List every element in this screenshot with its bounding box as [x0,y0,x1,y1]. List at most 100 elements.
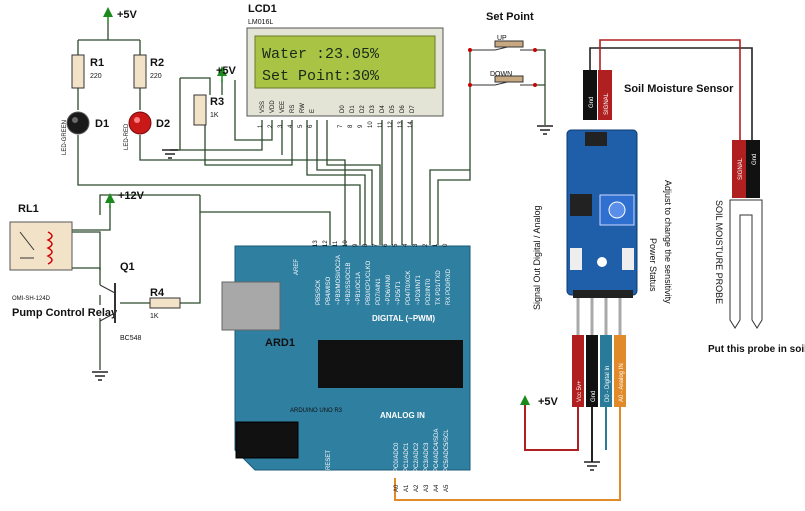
svg-text:+12V: +12V [118,190,145,202]
lcd-pin-number: 9 [358,124,364,128]
arduino-pin-name: PB4/MISO [326,276,332,305]
resistor-r1: R1 220 [71,54,104,89]
svg-text:+5V: +5V [117,9,138,21]
arduino-analog-pin: A3 [424,484,430,492]
sensor-pin-label: Gnd [591,391,597,402]
arduino-pin-name: PD2/INT0 [426,278,432,305]
arduino-analog-pin: A0 [394,484,400,492]
power-5v-lcd: +5V [216,65,237,82]
lcd-module: LCD1 LM016L Water :23.05% Set Point:30% … [246,3,444,128]
svg-text:ARDUINO UNO R3: ARDUINO UNO R3 [290,408,343,414]
arduino-analog-pin: A2 [414,484,420,492]
arduino-pin-name: RX PD0/RXD [446,268,452,305]
svg-text:Adjust to change the sensitivi: Adjust to change the sensitivity [663,180,673,304]
svg-text:LED-RED: LED-RED [124,123,130,150]
lcd-pin-label: D5 [390,105,396,113]
svg-text:UP: UP [497,35,507,42]
arduino-pin-number: 9 [353,243,359,247]
lcd-pin-label: D3 [370,105,376,113]
arduino-pin-number: 13 [313,240,319,247]
lcd-pin-number: 3 [278,124,284,128]
arduino-pin-number: 4 [403,243,409,247]
lcd-pin-label: VSS [260,101,266,113]
svg-text:Q1: Q1 [120,261,135,273]
svg-text:R4: R4 [150,287,165,299]
svg-text:Signal Out Digital / Analog: Signal Out Digital / Analog [532,205,542,310]
ground-symbols [92,125,600,471]
arduino-pin-number: 6 [383,243,389,247]
arduino-board: ARD1 ARDUINO UNO R3 DIGITAL (~PWM) ANALO… [221,240,471,492]
arduino-pin-number: 11 [333,240,339,247]
arduino-pin-name: PB5/SCK [316,280,322,305]
svg-text:ARD1: ARD1 [265,337,295,349]
lcd-pin-number: 12 [388,121,394,128]
arduino-analog-pin-name: PC4/ADC4/SDA [434,429,440,472]
arduino-pin-name: TX PD1/TXD [436,270,442,305]
arduino-pin-name: ~PB3/MOSI/OC2A [336,255,342,305]
svg-text:1K: 1K [210,112,219,119]
lcd-pin-label: D6 [400,105,406,113]
resistor-r4: R4 1K [149,287,181,320]
power-12v: +12V [105,190,145,208]
svg-text:LCD1: LCD1 [248,3,277,15]
lcd-pin-number: 7 [338,124,344,128]
setpoint-switches: Set Point UP DOWN [468,11,537,87]
svg-text:Pump Control Relay: Pump Control Relay [12,307,118,319]
lcd-pin-label: VEE [280,101,286,113]
svg-text:SIGNAL: SIGNAL [604,92,610,115]
lcd-pin-label: D7 [410,105,416,113]
soil-sensor: Gnd SIGNAL Soil Moisture Sensor Adjust t… [532,70,734,407]
arduino-pin-number: 3 [413,243,419,247]
arduino-pin-name: ~PB1/OC1A [356,272,362,305]
arduino-pin-number: 2 [423,243,429,247]
arduino-analog-pin-name: PC2/ADC2 [414,442,420,472]
arduino-pin-name: PD7/AIN1 [376,278,382,305]
lcd-pin-number: 6 [308,124,314,128]
lcd-pin-label: D1 [350,105,356,113]
svg-text:DIGITAL (~PWM): DIGITAL (~PWM) [372,314,435,323]
arduino-analog-pin-name: PC1/ADC1 [404,442,410,472]
lcd-pin-number: 2 [268,124,274,128]
lcd-pin-labels: VSS1VDD2VEE3RS4RW5E6D07D18D29D310D411D51… [258,100,416,128]
arduino-analog-pin-name: PC5/ADC5/SCL [444,429,450,472]
svg-text:+5V: +5V [538,396,559,408]
power-5v-sensor: +5V [520,395,559,408]
arduino-pin-number: 1 [433,243,439,247]
arduino-pin-number: 7 [373,243,379,247]
wires [52,22,753,501]
arduino-analog-pin: A5 [444,484,450,492]
svg-text:Put this probe in soil: Put this probe in soil [708,344,805,355]
lcd-pin-label: D0 [340,105,346,113]
sensor-pin-label: D0 - Digital In [605,366,611,402]
arduino-analog-pin: A4 [434,484,440,492]
lcd-pin-label: RW [300,103,306,113]
svg-text:1K: 1K [150,313,159,320]
arduino-pin-name: ~PB2/SS/OC1B [346,262,352,305]
svg-text:Power Status: Power Status [648,238,658,292]
lcd-pin-number: 10 [368,121,374,128]
arduino-pin-number: 5 [393,243,399,247]
arduino-pin-number: 8 [363,243,369,247]
svg-text:Soil Moisture Sensor: Soil Moisture Sensor [624,83,734,95]
lcd-pin-label: D4 [380,105,386,113]
svg-text:AREF: AREF [294,259,300,275]
svg-text:+5V: +5V [216,65,237,77]
arduino-pin-number: 10 [343,240,349,247]
lcd-pin-label: VDD [270,100,276,113]
arduino-analog-pin-name: PC0/ADC0 [394,442,400,472]
arduino-pin-number: 12 [323,240,329,247]
led-d2: D2 LED-RED [124,111,170,150]
svg-text:DOWN: DOWN [490,71,512,78]
lcd-pin-number: 14 [408,121,414,128]
arduino-pin-name: ~PD3/INT1 [416,274,422,305]
svg-text:SIGNAL: SIGNAL [738,157,744,180]
lcd-pin-label: D2 [360,105,366,113]
lcd-pin-number: 1 [258,124,264,128]
led-d1: D1 LED-GREEN [62,111,109,155]
svg-text:OMI-SH-124D: OMI-SH-124D [12,296,51,302]
svg-text:BC548: BC548 [120,335,142,342]
lcd-pin-number: 11 [378,121,384,128]
arduino-pin-name: ~PD6/AIN0 [386,274,392,305]
